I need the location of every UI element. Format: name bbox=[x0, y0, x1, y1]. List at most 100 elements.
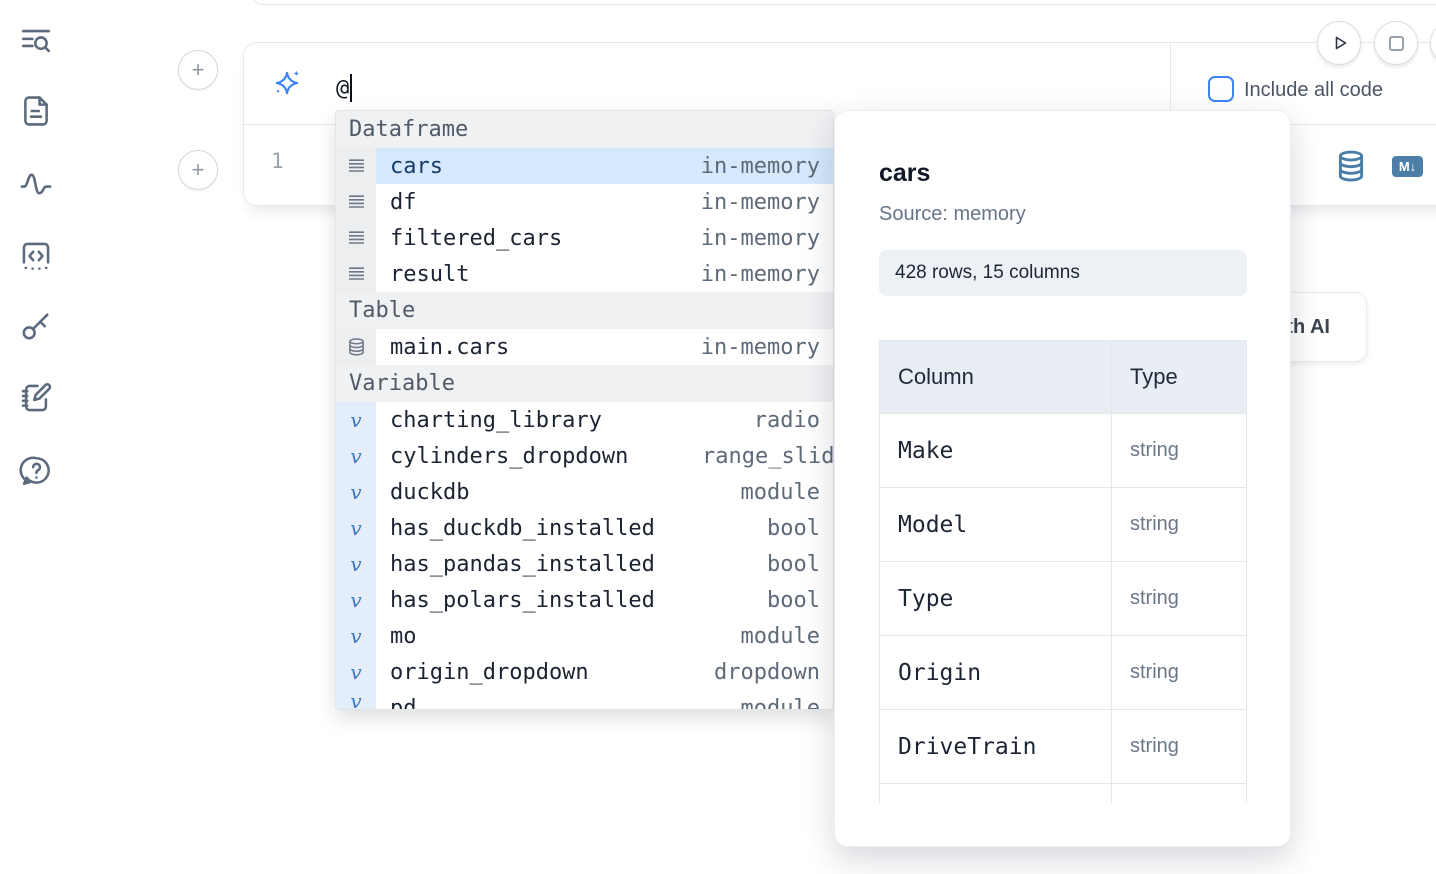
column-type-cell: string bbox=[1111, 635, 1247, 710]
run-cell-button[interactable] bbox=[1317, 21, 1361, 65]
include-all-code-label: Include all code bbox=[1244, 79, 1383, 101]
code-editor-row[interactable]: 1 M↓ bbox=[244, 125, 1436, 205]
autocomplete-item[interactable]: v df in-memory bbox=[336, 184, 833, 220]
item-detail: radio bbox=[753, 407, 820, 433]
autocomplete-item[interactable]: v has_duckdb_installed bool bbox=[336, 510, 833, 546]
item-detail: bool bbox=[767, 587, 820, 613]
item-name: has_duckdb_installed bbox=[390, 515, 655, 541]
preview-shape-badge: 428 rows, 15 columns bbox=[879, 250, 1247, 296]
item-gutter: v bbox=[336, 438, 376, 474]
datasource-preview-popup: cars Source: memory 428 rows, 15 columns… bbox=[834, 110, 1291, 847]
column-type-cell: string bbox=[1111, 709, 1247, 784]
preview-table-body: Make string Model string Type string bbox=[879, 413, 1247, 784]
item-detail: in-memory bbox=[700, 261, 820, 287]
sparkle-ai-icon bbox=[272, 68, 302, 98]
autocomplete-section-header: Dataframe bbox=[336, 111, 833, 148]
dataframe-icon bbox=[348, 267, 364, 280]
autocomplete-item[interactable]: v duckdb module bbox=[336, 474, 833, 510]
item-detail: module bbox=[740, 479, 820, 505]
autocomplete-section-header: Variable bbox=[336, 365, 833, 402]
column-type-cell: string bbox=[1111, 413, 1247, 488]
item-detail: in-memory bbox=[700, 189, 820, 215]
variable-icon: v bbox=[350, 660, 362, 684]
add-cell-below-button[interactable]: + bbox=[178, 150, 218, 190]
line-number: 1 bbox=[271, 149, 284, 173]
item-name: cars bbox=[390, 153, 443, 179]
preview-table-header-row: Column Type bbox=[879, 340, 1247, 414]
column-name-cell: Model bbox=[879, 487, 1112, 562]
column-name-cell: Origin bbox=[879, 635, 1112, 710]
preview-table-row: Make string bbox=[879, 413, 1247, 488]
item-name: has_pandas_installed bbox=[390, 551, 655, 577]
text-caret bbox=[350, 74, 353, 102]
type-header: Type bbox=[1111, 340, 1247, 414]
autocomplete-item[interactable]: v filtered_cars in-memory bbox=[336, 220, 833, 256]
document-icon[interactable] bbox=[19, 94, 53, 128]
item-detail: bool bbox=[767, 551, 820, 577]
table-db-icon bbox=[348, 338, 364, 356]
ai-prompt-input[interactable]: @ bbox=[336, 73, 353, 103]
item-gutter: v bbox=[336, 474, 376, 510]
variable-icon: v bbox=[350, 624, 362, 648]
item-gutter: v bbox=[336, 690, 376, 709]
item-name: duckdb bbox=[390, 479, 470, 505]
preview-table-row-clipped bbox=[879, 783, 1247, 803]
activity-icon[interactable] bbox=[19, 167, 53, 201]
key-icon[interactable] bbox=[19, 309, 53, 343]
preview-table-row: Type string bbox=[879, 561, 1247, 636]
previous-cell-edge bbox=[250, 0, 1436, 5]
dataframe-items: v cars in-memory v df in-memory bbox=[336, 148, 833, 292]
column-name-cell: Make bbox=[879, 413, 1112, 488]
autocomplete-item[interactable]: v charting_library radio bbox=[336, 402, 833, 438]
item-gutter: v bbox=[336, 148, 376, 184]
variable-icon: v bbox=[350, 516, 362, 540]
autocomplete-item[interactable]: v origin_dropdown dropdown bbox=[336, 654, 833, 690]
add-cell-above-button[interactable]: + bbox=[178, 50, 218, 90]
dataframe-icon bbox=[348, 159, 364, 172]
item-gutter: v bbox=[336, 329, 376, 365]
preview-table-row: Model string bbox=[879, 487, 1247, 562]
file-search-icon[interactable] bbox=[19, 24, 53, 58]
variable-items: v charting_library radio v cylinders_dro… bbox=[336, 402, 833, 709]
sidebar bbox=[0, 0, 72, 874]
item-gutter: v bbox=[336, 510, 376, 546]
preview-table-wrap: Column Type Make string Model string bbox=[879, 340, 1248, 803]
variable-icon: v bbox=[350, 408, 362, 432]
item-name: cylinders_dropdown bbox=[390, 443, 629, 469]
variable-icon: v bbox=[350, 552, 362, 576]
item-gutter: v bbox=[336, 582, 376, 618]
item-gutter: v bbox=[336, 256, 376, 292]
preview-table: Column Type Make string Model string bbox=[879, 340, 1247, 803]
column-header: Column bbox=[879, 340, 1112, 414]
help-icon[interactable] bbox=[19, 454, 53, 488]
include-all-code-checkbox[interactable] bbox=[1208, 76, 1234, 102]
item-detail: in-memory bbox=[700, 153, 820, 179]
preview-table-row: DriveTrain string bbox=[879, 709, 1247, 784]
stop-button[interactable] bbox=[1374, 21, 1418, 65]
scratchpad-icon[interactable] bbox=[19, 381, 53, 415]
item-name: origin_dropdown bbox=[390, 659, 589, 685]
autocomplete-item[interactable]: v has_polars_installed bool bbox=[336, 582, 833, 618]
autocomplete-item[interactable]: v main.cars in-memory bbox=[336, 329, 833, 365]
item-gutter: v bbox=[336, 654, 376, 690]
item-detail: module bbox=[740, 623, 820, 649]
snippets-icon[interactable] bbox=[19, 239, 53, 273]
dataframe-icon bbox=[348, 231, 364, 244]
autocomplete-item[interactable]: v mo module bbox=[336, 618, 833, 654]
database-icon[interactable] bbox=[1336, 149, 1366, 188]
autocomplete-item[interactable]: v cylinders_dropdown range_slider bbox=[336, 438, 833, 474]
variable-icon: v bbox=[350, 444, 362, 468]
autocomplete-item[interactable]: v result in-memory bbox=[336, 256, 833, 292]
autocomplete-item[interactable]: v cars in-memory bbox=[336, 148, 833, 184]
markdown-icon[interactable]: M↓ bbox=[1392, 156, 1423, 177]
item-gutter: v bbox=[336, 546, 376, 582]
item-name: result bbox=[390, 261, 470, 287]
column-name-cell: Type bbox=[879, 561, 1112, 636]
item-name: charting_library bbox=[390, 407, 602, 433]
item-detail: dropdown bbox=[714, 659, 820, 685]
dataframe-icon bbox=[348, 195, 364, 208]
ai-prompt-value: @ bbox=[336, 75, 350, 101]
autocomplete-item[interactable]: v has_pandas_installed bool bbox=[336, 546, 833, 582]
item-detail: range_slider bbox=[702, 443, 834, 469]
autocomplete-item[interactable]: v pd module bbox=[336, 690, 833, 709]
